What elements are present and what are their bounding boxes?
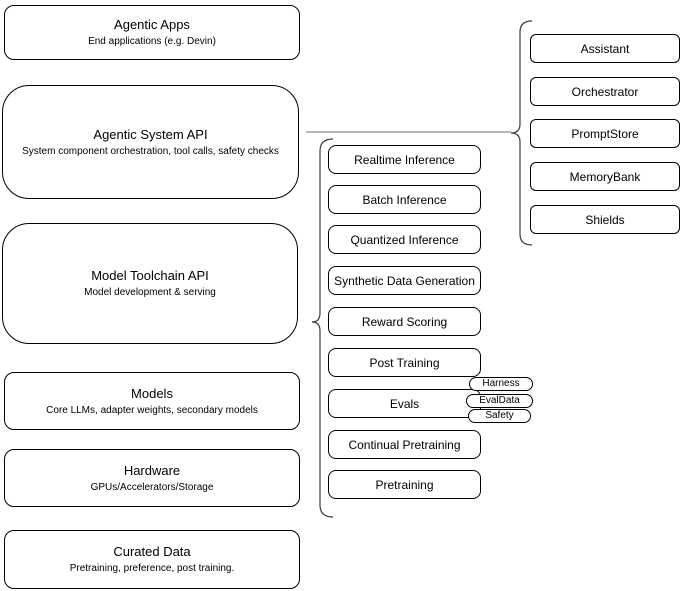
node-hardware: Hardware GPUs/Accelerators/Storage (4, 449, 300, 507)
node-promptstore: PromptStore (530, 119, 680, 148)
node-continual-pretraining: Continual Pretraining (328, 430, 481, 459)
node-agentic-apps: Agentic Apps End applications (e.g. Devi… (4, 5, 300, 60)
node-subtitle: Pretraining, preference, post training. (69, 563, 235, 574)
node-title: Models (131, 385, 173, 401)
node-models: Models Core LLMs, adapter weights, secon… (4, 372, 300, 430)
tag-safety: Safety (468, 409, 531, 423)
node-subtitle: Core LLMs, adapter weights, secondary mo… (46, 404, 258, 416)
tag-harness: Harness (469, 377, 533, 391)
node-subtitle: End applications (e.g. Devin) (88, 36, 216, 47)
node-model-toolchain-api: Model Toolchain API Model development & … (2, 223, 298, 344)
node-title: Hardware (123, 462, 181, 478)
system-components-brace (510, 20, 533, 246)
node-subtitle: Model development & serving (84, 287, 216, 298)
node-title: Model Toolchain API (91, 268, 209, 283)
tag-evaldata: EvalData (466, 394, 533, 408)
node-synthetic-data-generation: Synthetic Data Generation (328, 266, 481, 295)
node-realtime-inference: Realtime Inference (328, 145, 481, 174)
node-orchestrator: Orchestrator (530, 77, 680, 106)
node-memorybank: MemoryBank (530, 162, 680, 191)
node-evals: Evals (328, 389, 481, 418)
node-title: Agentic System API (93, 126, 208, 142)
node-subtitle: System component orchestration, tool cal… (22, 145, 279, 157)
node-title: Agentic Apps (114, 17, 190, 32)
node-assistant: Assistant (530, 34, 680, 63)
node-agentic-system-api: Agentic System API System component orch… (2, 85, 299, 199)
node-title: Curated Data (113, 544, 191, 559)
node-post-training: Post Training (328, 348, 481, 377)
node-quantized-inference: Quantized Inference (328, 225, 481, 254)
node-subtitle: GPUs/Accelerators/Storage (90, 481, 214, 493)
node-batch-inference: Batch Inference (328, 185, 481, 214)
node-reward-scoring: Reward Scoring (328, 307, 481, 336)
node-shields: Shields (530, 205, 680, 234)
node-curated-data: Curated Data Pretraining, preference, po… (4, 530, 300, 589)
node-pretraining: Pretraining (328, 470, 481, 499)
